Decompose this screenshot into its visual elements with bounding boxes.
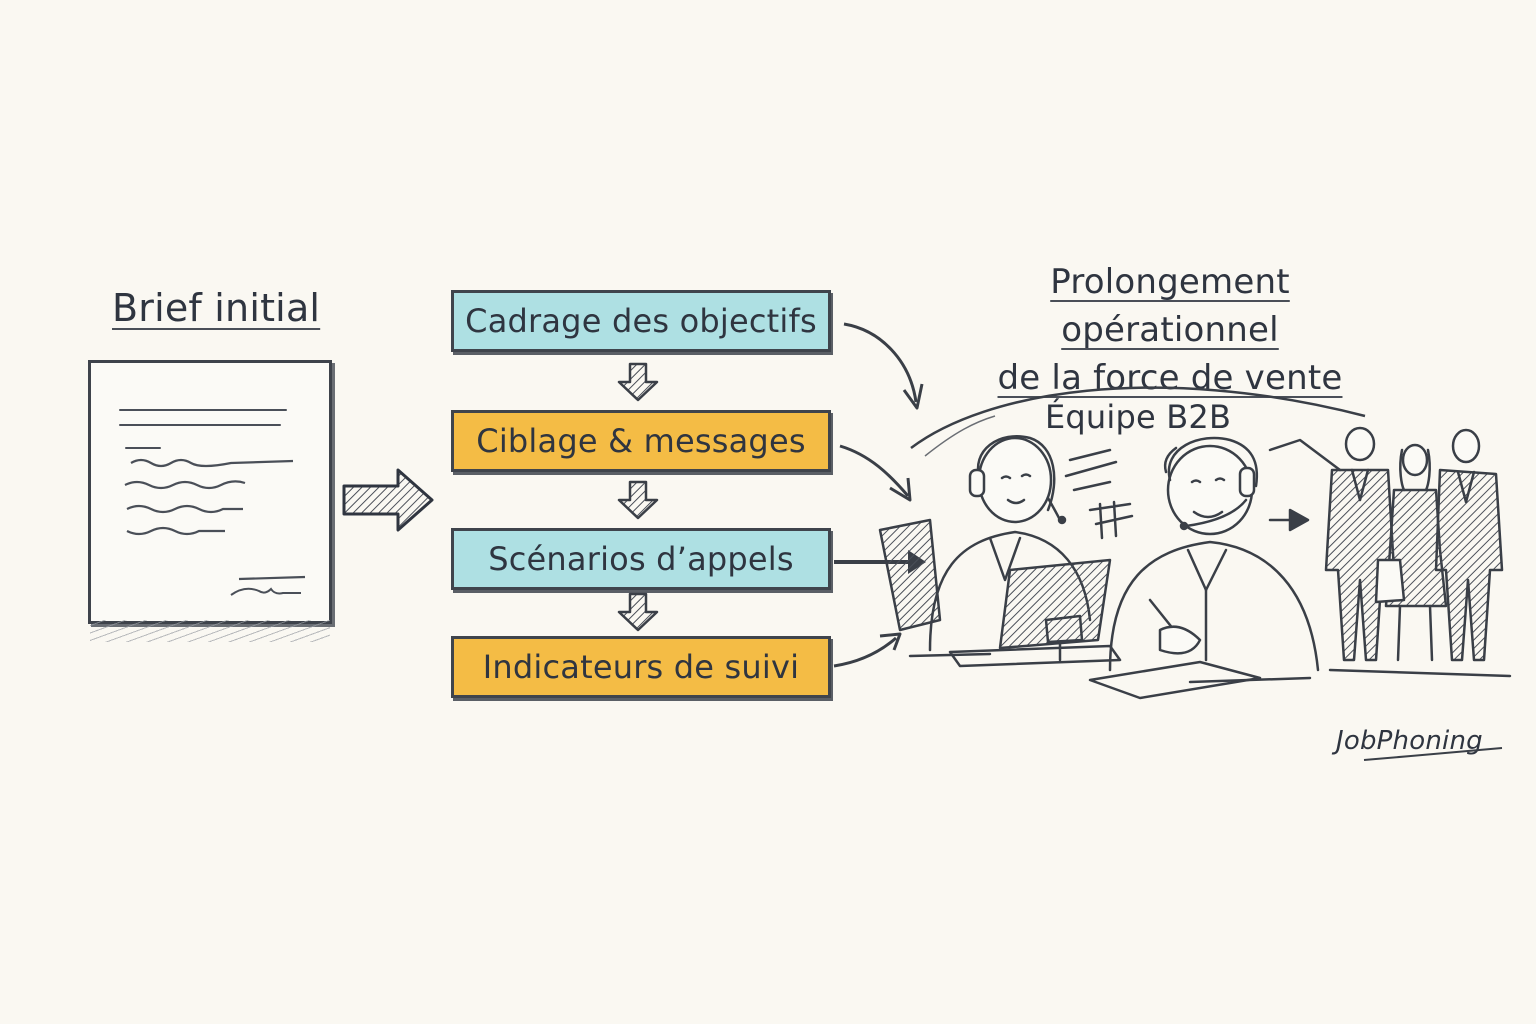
step-label: Scénarios d’appels [488, 540, 794, 578]
call-center-team-illustration [878, 426, 1512, 700]
down-arrow-icon [617, 592, 659, 632]
brand-underline [1363, 747, 1503, 761]
step-label: Indicateurs de suivi [482, 648, 800, 686]
step-cadrage-des-objectifs: Cadrage des objectifs [451, 290, 831, 352]
step-label: Cadrage des objectifs [465, 302, 817, 340]
team-arc [910, 386, 1366, 457]
brief-title: Brief initial [112, 286, 321, 330]
team-label: Équipe B2B [1045, 398, 1232, 436]
hatched-right-arrow-icon [342, 468, 434, 532]
down-arrow-icon [617, 362, 659, 402]
step-scenarios-d-appels: Scénarios d’appels [451, 528, 831, 590]
wavy-text-lines [124, 458, 306, 596]
step-label: Ciblage & messages [476, 422, 806, 460]
down-arrow-icon [617, 480, 659, 520]
step-indicateurs-de-suivi: Indicateurs de suivi [451, 636, 831, 698]
step-ciblage-et-messages: Ciblage & messages [451, 410, 831, 472]
outcome-title: Prolongement opérationnel de la force de… [960, 258, 1380, 402]
outcome-title-line1: Prolongement opérationnel [1050, 262, 1290, 350]
document-shadow-hatch [90, 620, 330, 642]
outcome-title-line2: de la force de vente [997, 358, 1343, 398]
document-icon [88, 360, 332, 624]
